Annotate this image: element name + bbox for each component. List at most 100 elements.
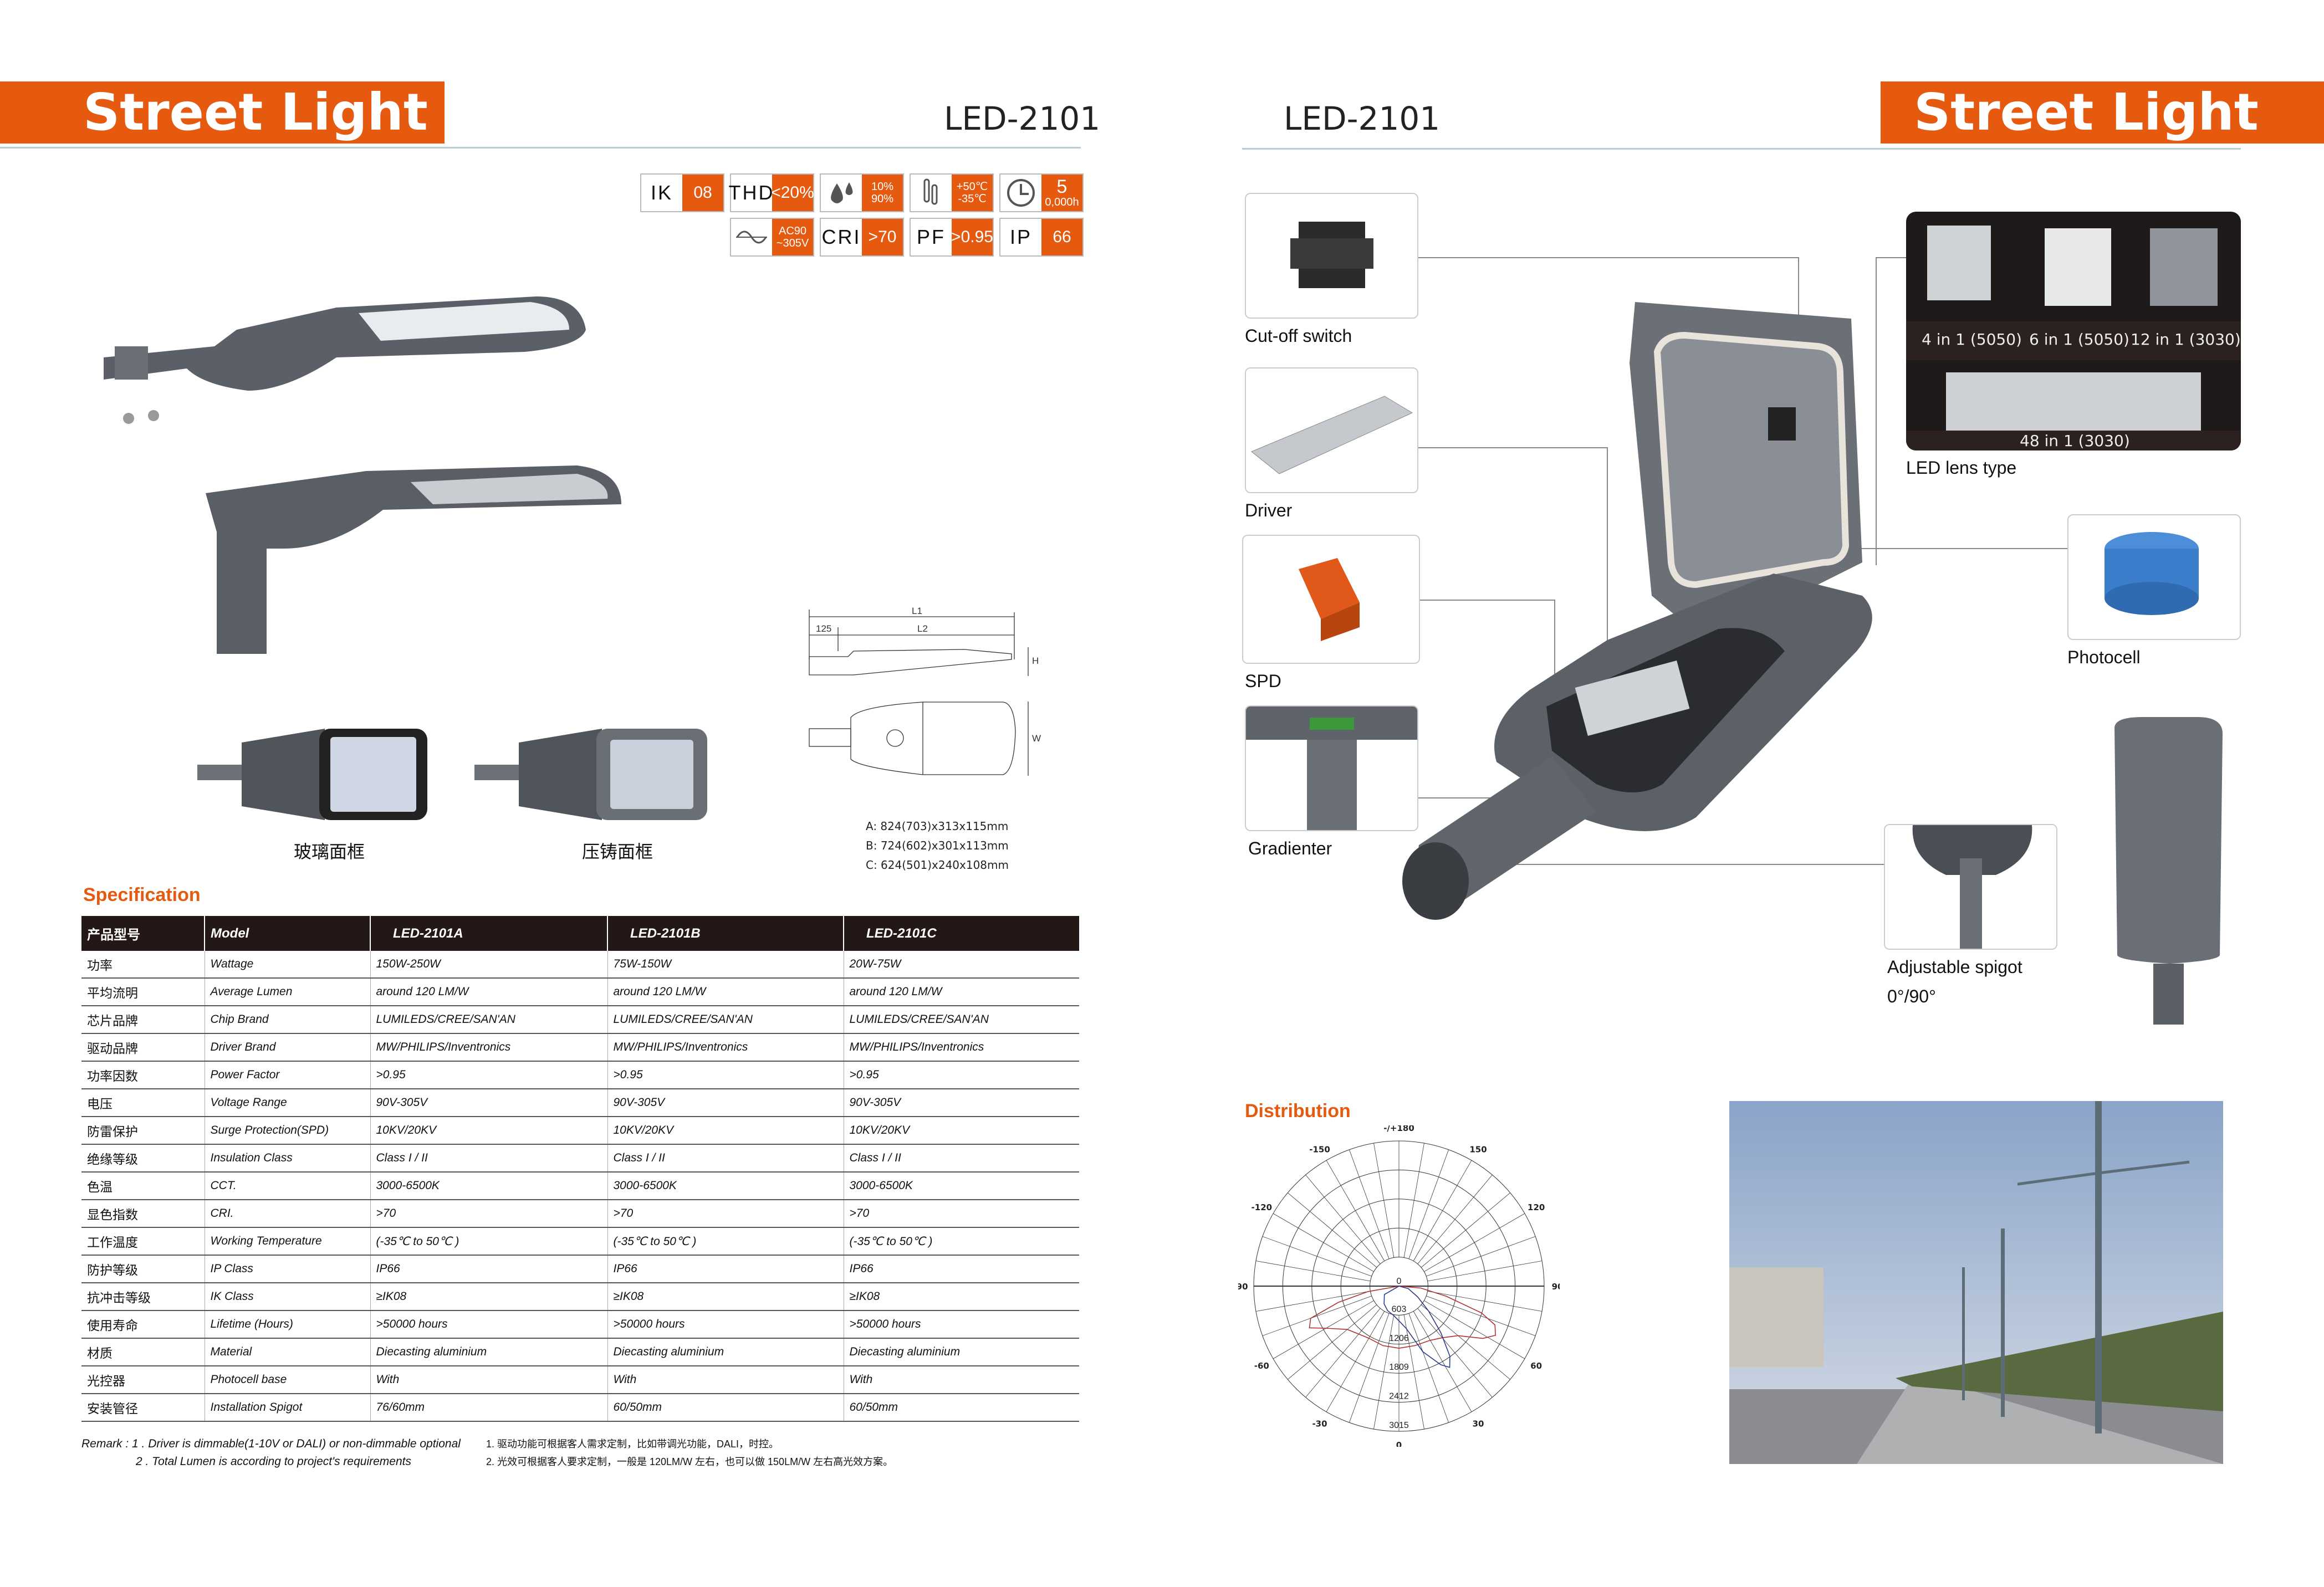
- lens-type-12in1: 12 in 1 (3030): [2131, 330, 2241, 349]
- polar-angle-label: -90: [1238, 1282, 1248, 1292]
- spec-header-cell: LED-2101B: [607, 916, 844, 951]
- spec-cell: IP66: [843, 1255, 1079, 1283]
- polar-spoke: [1403, 1143, 1424, 1258]
- spec-cell: ≥IK08: [607, 1283, 844, 1311]
- spec-cell: around 120 LM/W: [370, 978, 607, 1006]
- right-header-rule: [1242, 148, 2241, 150]
- badge-value-line: <20%: [771, 183, 814, 202]
- badge-value: 10%90%: [862, 175, 903, 211]
- dim-label-h: H: [1032, 656, 1039, 666]
- badge-value-line: 0,000h: [1045, 196, 1079, 208]
- polar-spoke: [1305, 1175, 1381, 1265]
- spec-cell: 使用寿命: [81, 1310, 205, 1339]
- badge-thd: THD<20%: [729, 173, 814, 212]
- badge-cri: CRI>70: [820, 218, 904, 257]
- badge-key: IP: [1000, 219, 1041, 255]
- spec-cell: >70: [370, 1200, 607, 1228]
- polar-spoke: [1326, 1311, 1385, 1412]
- lens-type-48in1: 48 in 1 (3030): [2020, 432, 2130, 450]
- badge-value: <20%: [771, 175, 814, 211]
- spec-cell: 功率: [81, 951, 205, 979]
- polar-radial-tick: 1809: [1389, 1363, 1409, 1372]
- polar-angle-label: 120: [1528, 1202, 1545, 1212]
- spec-cell: With: [370, 1366, 607, 1394]
- spec-cell: Working Temperature: [204, 1227, 370, 1256]
- polar-spoke: [1273, 1213, 1374, 1272]
- spec-cell: MW/PHILIPS/Inventronics: [607, 1033, 844, 1062]
- polar-spoke: [1255, 1291, 1371, 1312]
- spec-cell: >0.95: [843, 1061, 1079, 1089]
- spec-cell: 90V-305V: [607, 1089, 844, 1117]
- spec-header-cell: LED-2101C: [843, 916, 1079, 951]
- dimension-drawing: L1 125 L2 H W: [809, 606, 1041, 776]
- spec-cell: 10KV/20KV: [370, 1117, 607, 1145]
- spec-cell: Insulation Class: [204, 1144, 370, 1173]
- polar-spoke: [1426, 1296, 1536, 1336]
- left-header-rule: [0, 147, 1081, 149]
- spec-cell: Photocell base: [204, 1366, 370, 1394]
- spec-cell: Power Factor: [204, 1061, 370, 1089]
- polar-curve-1: [1383, 1286, 1450, 1368]
- spec-cell: 10KV/20KV: [607, 1117, 844, 1145]
- dim-label-w: W: [1032, 733, 1041, 744]
- front-view-glass-label: 玻璃面框: [294, 841, 365, 862]
- polar-angle-label: -60: [1254, 1361, 1269, 1371]
- polar-spoke: [1417, 1308, 1493, 1397]
- badge-key: PF: [911, 219, 952, 255]
- spec-cell: 材质: [81, 1338, 205, 1366]
- spec-cell: Surge Protection(SPD): [204, 1117, 370, 1145]
- badge-value-line: 08: [693, 183, 712, 202]
- left-banner-title: Street Light: [0, 81, 445, 144]
- polar-angle-label: -150: [1309, 1144, 1330, 1154]
- polar-angle-label: 90: [1552, 1282, 1560, 1292]
- photocell-image: [2067, 514, 2241, 640]
- spec-cell: IP Class: [204, 1255, 370, 1283]
- driver-label: Driver: [1245, 500, 1293, 520]
- led-lens-title: LED lens type: [1906, 458, 2017, 478]
- size-c: C: 624(501)x240x108mm: [866, 858, 1009, 872]
- badge-value-line: -35℃: [958, 193, 987, 205]
- polar-radial-tick: 1206: [1389, 1334, 1409, 1343]
- polar-spoke: [1255, 1261, 1371, 1282]
- spec-cell: Driver Brand: [204, 1033, 370, 1062]
- spec-cell: (-35℃ to 50℃ ): [607, 1227, 844, 1256]
- spec-cell: 90V-305V: [843, 1089, 1079, 1117]
- badge-key: CRI: [821, 219, 862, 255]
- badge-value-line: >0.95: [951, 228, 993, 246]
- polar-radial-tick: 3015: [1389, 1421, 1409, 1430]
- polar-spoke: [1273, 1300, 1374, 1359]
- polar-angle-label: -120: [1252, 1202, 1273, 1212]
- spec-cell: IP66: [370, 1255, 607, 1283]
- spec-cell: Chip Brand: [204, 1006, 370, 1034]
- spec-cell: Class I / II: [843, 1144, 1079, 1173]
- remark-en-1: Remark : 1 . Driver is dimmable(1-10V or…: [81, 1437, 461, 1450]
- badge-value-line: +50℃: [956, 181, 988, 193]
- spec-cell: >0.95: [370, 1061, 607, 1089]
- spec-cell: 防护等级: [81, 1255, 205, 1283]
- spec-cell: Average Lumen: [204, 978, 370, 1006]
- polar-spoke: [1349, 1313, 1390, 1423]
- polar-angle-label: 150: [1469, 1144, 1487, 1154]
- spec-cell: 抗冲击等级: [81, 1283, 205, 1311]
- left-model-number: LED-2101: [944, 100, 1101, 137]
- cutoff-switch-image: [1245, 193, 1418, 319]
- spec-cell: ≥IK08: [843, 1283, 1079, 1311]
- lamp-perspective-image-1: [104, 296, 586, 424]
- polar-spoke: [1403, 1314, 1424, 1430]
- spec-cell: IP66: [607, 1255, 844, 1283]
- lens-48in1-image: [1946, 372, 2201, 431]
- polar-spoke: [1424, 1213, 1525, 1272]
- badge-value: +50℃-35℃: [952, 175, 993, 211]
- right-banner-title: Street Light: [1881, 81, 2324, 144]
- spec-cell: 绝缘等级: [81, 1144, 205, 1173]
- ac-sine-wave-icon: [731, 219, 772, 255]
- spec-cell: LUMILEDS/CREE/SAN'AN: [607, 1006, 844, 1034]
- badge-value-line: 5: [1056, 176, 1067, 197]
- remark-en-2: 2 . Total Lumen is according to project'…: [136, 1455, 411, 1468]
